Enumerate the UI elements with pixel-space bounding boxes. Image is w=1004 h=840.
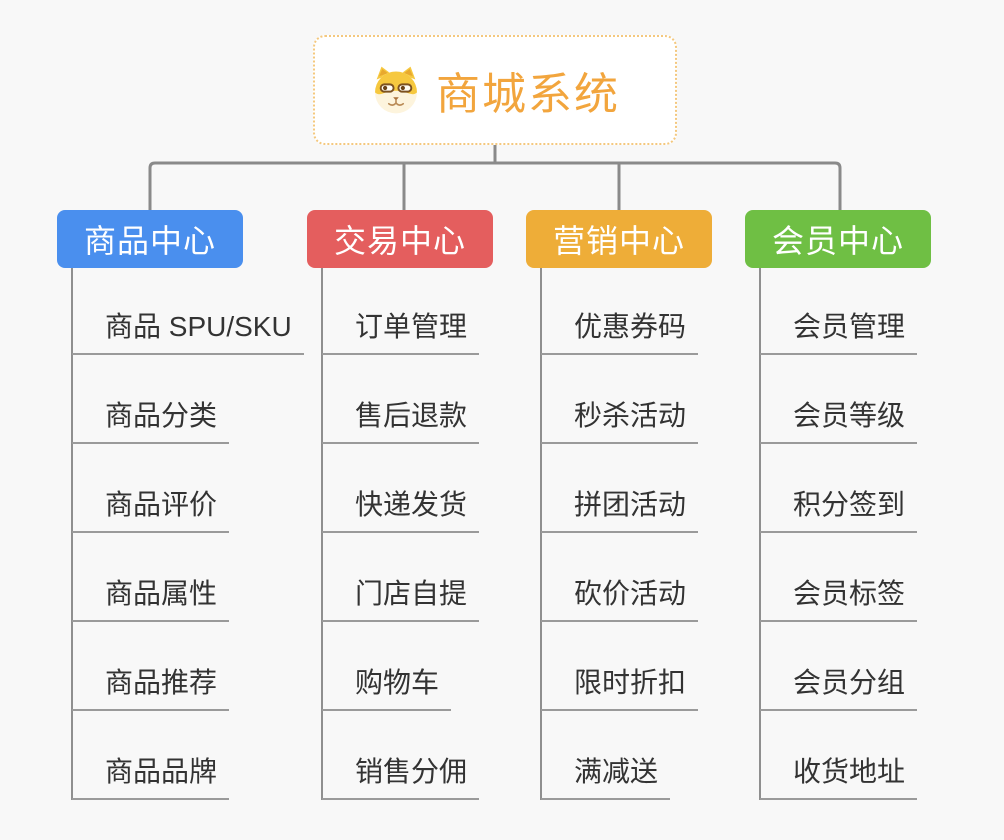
leaf-node[interactable]: 满减送 [541,754,671,800]
root-node[interactable]: 商城系统 [313,35,677,145]
leaf-node[interactable]: 销售分佣 [322,754,480,800]
leaf-node[interactable]: 拼团活动 [541,487,699,533]
branch-node[interactable]: 会员中心 [745,210,931,268]
leaf-node[interactable]: 快递发货 [322,487,480,533]
branch-connector-line [321,268,323,800]
leaf-node[interactable]: 收货地址 [760,754,918,800]
leaf-node[interactable]: 优惠券码 [541,309,699,355]
branch-connector-line [71,268,73,800]
branch-column: 会员中心 会员管理会员等级积分签到会员标签会员分组收货地址 [745,210,995,810]
leaf-node[interactable]: 商品属性 [72,576,230,622]
leaf-node[interactable]: 会员管理 [760,309,918,355]
root-node-label: 商城系统 [436,70,620,119]
branch-column: 商品中心 商品 SPU/SKU 商品分类商品评价商品属性商品推荐商品品牌 [57,210,307,810]
branch-connector-line [759,268,761,800]
branch-node[interactable]: 交易中心 [307,210,493,268]
leaf-node[interactable]: 商品 SPU/SKU [72,309,304,355]
leaf-node[interactable]: 砍价活动 [541,576,699,622]
branch-connector-line [540,268,542,800]
leaf-node[interactable]: 会员等级 [760,398,918,444]
leaf-node[interactable]: 限时折扣 [541,665,699,711]
branch-node[interactable]: 营销中心 [526,210,712,268]
branch-node[interactable]: 商品中心 [57,210,243,268]
leaf-node[interactable]: 商品品牌 [72,754,230,800]
leaf-node[interactable]: 积分签到 [760,487,918,533]
leaf-node[interactable]: 售后退款 [322,398,480,444]
branch-column: 交易中心 订单管理售后退款快递发货门店自提购物车销售分佣 [307,210,557,810]
leaf-node[interactable]: 商品分类 [72,398,230,444]
leaf-node[interactable]: 会员标签 [760,576,918,622]
leaf-node[interactable]: 秒杀活动 [541,398,699,444]
leaf-node[interactable]: 商品评价 [72,487,230,533]
leaf-node[interactable]: 订单管理 [322,309,480,355]
leaf-node[interactable]: 商品推荐 [72,665,230,711]
branch-column: 营销中心 优惠券码秒杀活动拼团活动砍价活动限时折扣满减送 [526,210,776,810]
dog-face-icon [375,66,417,114]
leaf-node[interactable]: 会员分组 [760,665,918,711]
leaf-node[interactable]: 购物车 [322,665,452,711]
leaf-node[interactable]: 门店自提 [322,576,480,622]
